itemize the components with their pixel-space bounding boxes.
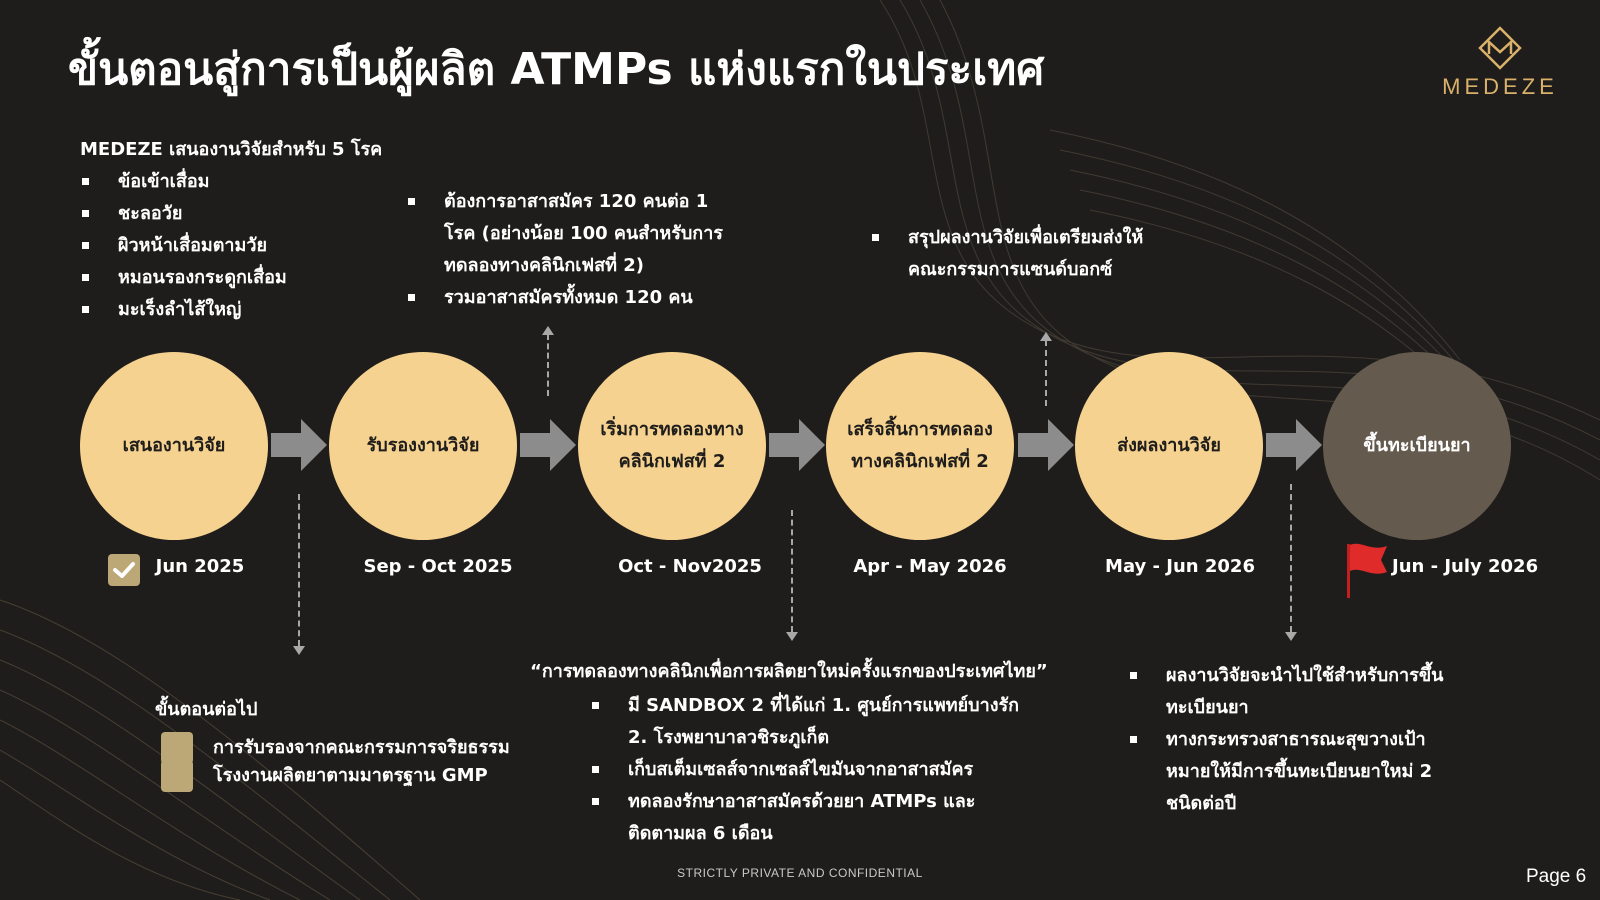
connector-up-arrowhead (542, 326, 554, 335)
recruitment-item: รวมอาสาสมัครทั้งหมด 120 คน (406, 282, 726, 314)
next-step-row: การรับรองจากคณะกรรมการจริยธรรม (161, 732, 513, 764)
disease-item: ชะลอวัย (80, 198, 400, 230)
next-steps: ขั้นตอนต่อไป การรับรองจากคณะกรรมการจริยธ… (155, 694, 513, 792)
step-label: รับรองงานวิจัย (366, 435, 480, 456)
right-arrow-icon (1018, 419, 1074, 471)
right-arrow-icon (769, 419, 825, 471)
checkbox-icon (161, 760, 193, 792)
step-circle-4: เสร็จสิ้นการทดลองทางคลินิกเฟสที่ 2 (826, 352, 1014, 540)
logo-text: MEDEZE (1442, 74, 1558, 99)
medeze-diamond-logo-icon (1478, 26, 1522, 70)
checkbox-icon (161, 732, 193, 764)
step-date: Oct - Nov2025 (618, 556, 762, 577)
confidential-footer: STRICTLY PRIVATE AND CONFIDENTIAL (677, 866, 923, 880)
step-circle-6: ขึ้นทะเบียนยา (1323, 352, 1511, 540)
connector-down-line (791, 510, 793, 632)
right-arrow-icon (1266, 419, 1322, 471)
connector-down-line (1290, 484, 1292, 632)
sandbox-item: มี SANDBOX 2 ที่ได้แก่ 1. ศูนย์การแพทย์บ… (590, 690, 1020, 754)
connector-down-arrowhead (293, 646, 305, 655)
step-date: May - Jun 2026 (1105, 556, 1255, 577)
step-date: Jun 2025 (155, 556, 245, 577)
red-flag-icon (1347, 543, 1387, 598)
connector-down-arrowhead (786, 632, 798, 641)
step-date: Jun - July 2026 (1392, 556, 1539, 577)
recruitment-note: ต้องการอาสาสมัคร 120 คนต่อ 1 โรค (อย่างน… (406, 186, 726, 314)
connector-up-line (547, 334, 549, 396)
sandbox-item: เก็บสเต็มเซลส์จากเซลส์ไขมันจากอาสาสมัคร (590, 754, 1020, 786)
disease-item: ผิวหน้าเสื่อมตามวัย (80, 230, 400, 262)
right-arrow-icon (271, 419, 327, 471)
step-label: เริ่มการทดลองทางคลินิกเฟสที่ 2 (600, 419, 744, 472)
sandbox-quote: “การทดลองทางคลินิกเพื่อการผลิตยาใหม่ครั้… (530, 661, 1048, 682)
disease-item: ข้อเข้าเสื่อม (80, 166, 400, 198)
step-circle-1: เสนองานวิจัย (80, 352, 268, 540)
recruitment-item: ต้องการอาสาสมัคร 120 คนต่อ 1 โรค (อย่างน… (406, 186, 726, 282)
disease-item: มะเร็งลำไส้ใหญ่ (80, 294, 400, 326)
step-date: Sep - Oct 2025 (363, 556, 513, 577)
registration-item: ผลงานวิจัยจะนำไปใช้สำหรับการขึ้นทะเบียนย… (1128, 660, 1468, 724)
step-label: เสร็จสิ้นการทดลองทางคลินิกเฟสที่ 2 (847, 419, 993, 472)
step-label: ส่งผลงานวิจัย (1117, 435, 1221, 456)
step-circle-3: เริ่มการทดลองทางคลินิกเฟสที่ 2 (578, 352, 766, 540)
page-number: Page 6 (1526, 866, 1587, 887)
connector-up-arrowhead (1040, 332, 1052, 341)
right-arrow-icon (520, 419, 576, 471)
next-steps-head: ขั้นตอนต่อไป (155, 699, 258, 720)
step-label: เสนองานวิจัย (122, 435, 226, 456)
connector-down-line (298, 494, 300, 646)
step-circle-2: รับรองงานวิจัย (329, 352, 517, 540)
disease-item: หมอนรองกระดูกเสื่อม (80, 262, 400, 294)
registration-note: ผลงานวิจัยจะนำไปใช้สำหรับการขึ้นทะเบียนย… (1128, 660, 1468, 820)
next-step-row: โรงงานผลิตยาตามมาตรฐาน GMP (161, 760, 513, 792)
proposal-note-head: MEDEZE เสนองานวิจัยสำหรับ 5 โรค (80, 139, 383, 160)
check-icon (108, 554, 140, 586)
step-date: Apr - May 2026 (853, 556, 1007, 577)
connector-up-line (1045, 340, 1047, 406)
summary-note: สรุปผลงานวิจัยเพื่อเตรียมส่งให้คณะกรรมกา… (870, 222, 1170, 286)
sandbox-note: มี SANDBOX 2 ที่ได้แก่ 1. ศูนย์การแพทย์บ… (590, 690, 1020, 850)
page-title: ขั้นตอนสู่การเป็นผู้ผลิต ATMPs แห่งแรกใน… (68, 44, 1045, 95)
brand-logo: MEDEZE (1430, 26, 1570, 100)
registration-item: ทางกระทรวงสาธารณะสุขวางเป้าหมายให้มีการข… (1128, 724, 1468, 820)
proposal-note: MEDEZE เสนองานวิจัยสำหรับ 5 โรค ข้อเข้าเ… (80, 134, 400, 326)
next-step-text: การรับรองจากคณะกรรมการจริยธรรม (213, 737, 510, 758)
next-step-text: โรงงานผลิตยาตามมาตรฐาน GMP (213, 765, 488, 786)
step-circle-5: ส่งผลงานวิจัย (1075, 352, 1263, 540)
step-label: ขึ้นทะเบียนยา (1363, 435, 1471, 456)
connector-down-arrowhead (1285, 632, 1297, 641)
summary-item: สรุปผลงานวิจัยเพื่อเตรียมส่งให้คณะกรรมกา… (870, 222, 1170, 286)
sandbox-item: ทดลองรักษาอาสาสมัครด้วยยา ATMPs และติดตา… (590, 786, 1020, 850)
